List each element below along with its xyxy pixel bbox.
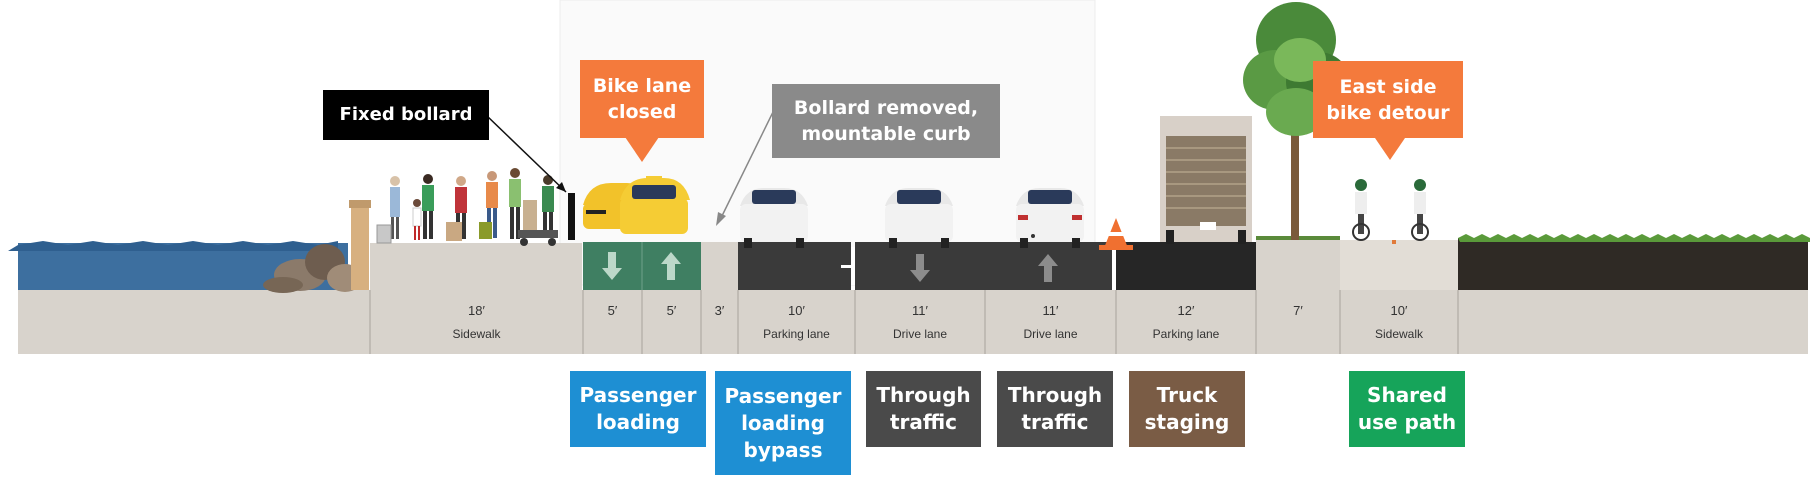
planting-strip — [1256, 238, 1340, 290]
segment-width-bike-2: 5′ — [666, 303, 677, 318]
bike-lane-closed-line-1: Bike lane — [592, 75, 692, 97]
drive-lane-arrows — [910, 254, 1058, 282]
legend-shared-use-path: Shared use path — [1349, 371, 1465, 447]
bollard-removed-callout: Bollard removed, mountable curb — [772, 84, 1000, 158]
segment-dividers — [369, 290, 1459, 354]
legend-through-2-line-2: traffic — [1021, 410, 1089, 434]
pedestrians — [376, 168, 558, 246]
fixed-bollard-text: Fixed bollard — [339, 104, 473, 125]
legend-through-traffic-1: Through traffic — [866, 371, 981, 447]
car-southbound — [885, 188, 953, 248]
legend-through-1-line-2: traffic — [889, 410, 958, 434]
truck — [1160, 116, 1252, 244]
legend-passenger-loading-line-2: loading — [596, 410, 680, 434]
segment-name-sidewalk-east: Sidewalk — [1374, 327, 1424, 341]
water-waves — [8, 241, 338, 251]
legend-bypass-line-3: bypass — [743, 437, 823, 462]
legend-passenger-loading: Passenger loading — [570, 371, 706, 447]
segment-name-parking-west: Parking lane — [763, 327, 830, 341]
car-northbound — [1016, 188, 1084, 248]
sidewalk-slab — [370, 243, 582, 290]
segment-name-sidewalk-west: Sidewalk — [452, 327, 501, 341]
parking-lane-west — [738, 242, 851, 290]
bike-lane-closed-line-2: closed — [607, 101, 677, 123]
legend-shared-use-path-line-1: Shared — [1367, 383, 1447, 407]
segment-width-sidewalk-east: 10′ — [1390, 303, 1408, 318]
segment-name-parking-east: Parking lane — [1152, 327, 1220, 341]
east-sidewalk — [1340, 240, 1458, 290]
east-side-detour-line-1: East side — [1339, 75, 1437, 98]
segment-width-parking-west: 10′ — [788, 303, 805, 318]
bollard-removed-line-1: Bollard removed, — [793, 97, 979, 119]
legend-truck-staging-line-1: Truck — [1156, 383, 1218, 407]
segment-width-planting: 7′ — [1293, 303, 1303, 318]
fixed-bollard-pointer — [485, 114, 567, 193]
segment-width-drive-2: 11′ — [1042, 303, 1059, 318]
mountable-curb — [701, 242, 738, 290]
bollard-removed-line-2: mountable curb — [801, 123, 971, 145]
drive-lanes — [855, 242, 1112, 290]
bulkhead-post — [351, 203, 369, 290]
legend-through-1-line-1: Through — [876, 383, 971, 407]
segment-width-bike-1: 5′ — [607, 303, 618, 318]
segment-width-sidewalk-west: 18′ — [468, 303, 485, 318]
legend-bypass-line-1: Passenger — [724, 383, 842, 408]
taxis — [583, 176, 690, 234]
bike-lane-closed-pointer — [625, 137, 659, 162]
bike-lane-arrows — [602, 252, 681, 280]
legend-shared-use-path-line-2: use path — [1357, 410, 1457, 434]
legend-bypass-line-2: loading — [741, 410, 825, 435]
fixed-bollard-callout: Fixed bollard — [323, 90, 489, 140]
legend-passenger-loading-line-1: Passenger — [579, 383, 697, 407]
legend-through-2-line-1: Through — [1007, 383, 1103, 407]
east-side-detour-pointer — [1375, 138, 1405, 160]
parked-car — [740, 188, 808, 248]
east-side-detour-callout: East side bike detour — [1313, 61, 1463, 138]
segment-name-drive-1: Drive lane — [892, 327, 948, 341]
fixed-bollard — [568, 193, 575, 240]
bollard-removed-pointer — [719, 109, 775, 221]
legend-through-traffic-2: Through traffic — [997, 371, 1113, 447]
bike-lane-closed-callout: Bike lane closed — [580, 60, 704, 138]
legend-truck-staging: Truck staging — [1129, 371, 1245, 447]
segment-width-drive-1: 11′ — [912, 303, 928, 318]
parking-lane-east — [1116, 242, 1256, 290]
legend-passenger-loading-bypass: Passenger loading bypass — [715, 371, 851, 475]
ground-band — [18, 290, 1808, 354]
cyclists — [1352, 179, 1429, 244]
traffic-cone — [1099, 218, 1133, 250]
segment-name-drive-2: Drive lane — [1023, 327, 1078, 341]
segment-width-buffer: 3′ — [714, 303, 725, 318]
east-side-detour-line-2: bike detour — [1326, 101, 1450, 124]
segment-width-parking-east: 12′ — [1177, 303, 1195, 318]
legend-truck-staging-line-2: staging — [1144, 410, 1230, 434]
east-grass — [1458, 238, 1808, 290]
